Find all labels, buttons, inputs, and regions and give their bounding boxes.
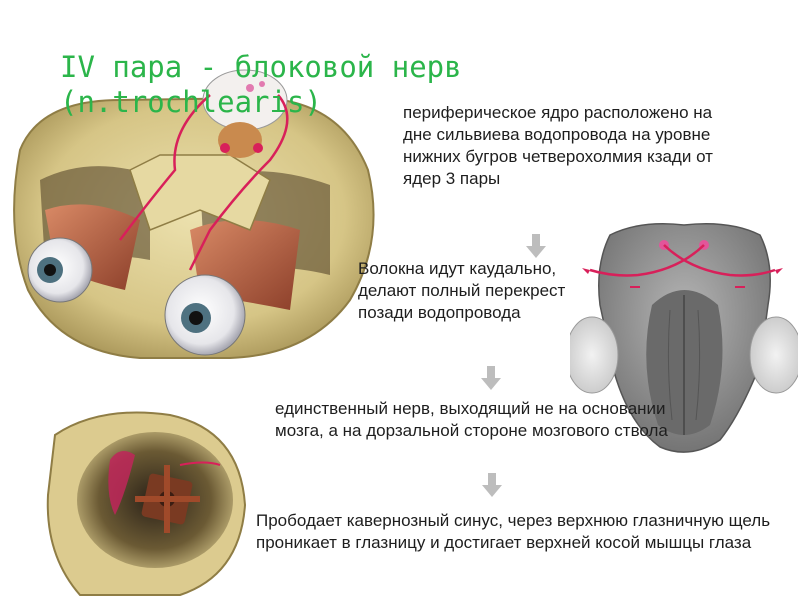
skull-orbits-illustration bbox=[13, 69, 375, 359]
paragraph-fibers: Волокна идут каудально, делают полный пе… bbox=[358, 259, 566, 322]
down-arrow-icon bbox=[481, 366, 501, 390]
paragraph-nucleus: периферическое ядро расположено на дне с… bbox=[403, 103, 713, 188]
brainstem-illustration bbox=[570, 223, 798, 453]
paragraph-path: Прободает кавернозный синус, через верхн… bbox=[256, 511, 771, 552]
orbit-illustration bbox=[46, 411, 247, 596]
down-arrow-icon bbox=[526, 234, 546, 258]
paragraph-exit: единственный нерв, выходящий не на основ… bbox=[275, 399, 668, 440]
down-arrow-icon bbox=[482, 473, 502, 497]
slide-title: IV пара - блоковой нерв (n.trochlearis) bbox=[60, 50, 462, 119]
